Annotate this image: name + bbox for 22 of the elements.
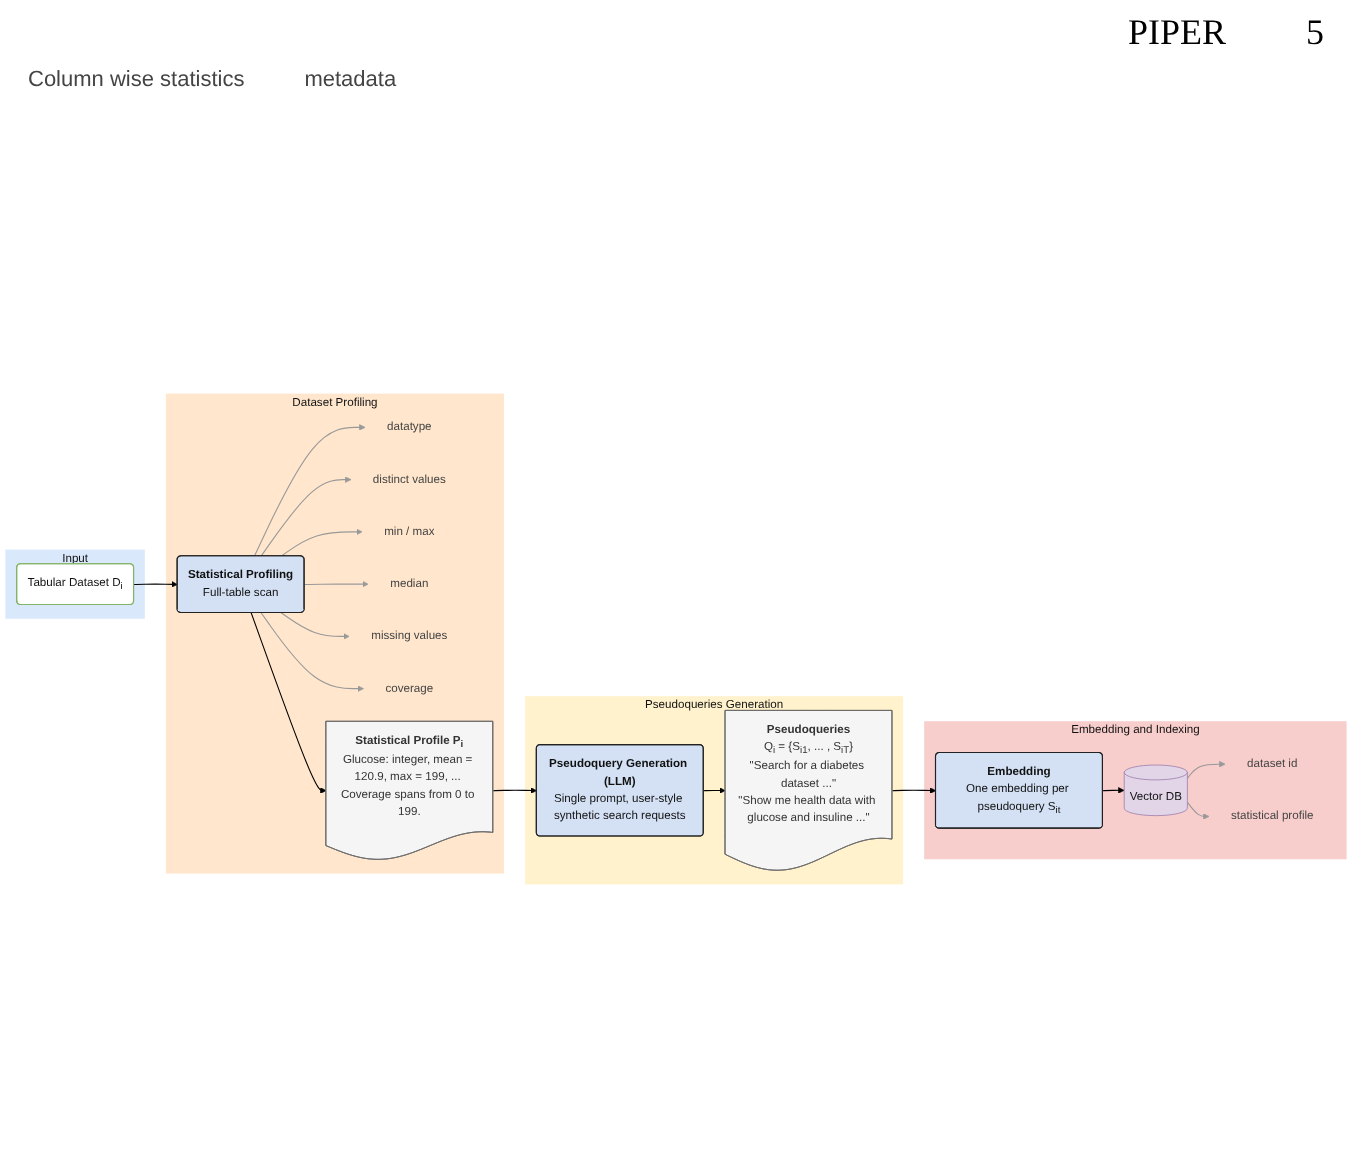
annotation-text: metadata — [304, 68, 397, 96]
arrow — [260, 612, 364, 692]
cluster — [525, 696, 904, 885]
running-header: PIPER — [1127, 12, 1226, 56]
arrow — [891, 787, 937, 794]
arrow — [133, 581, 178, 588]
arrow — [280, 612, 350, 640]
arrow — [1186, 801, 1210, 820]
cluster — [924, 721, 1347, 860]
arrow — [253, 424, 366, 557]
cluster — [165, 393, 505, 874]
running-header: 5 — [1306, 12, 1324, 56]
arrow — [1186, 761, 1226, 779]
arrow — [250, 612, 327, 794]
cluster — [5, 549, 145, 619]
arrow — [492, 787, 537, 794]
arrow — [303, 580, 369, 588]
arrow — [280, 528, 363, 557]
arrow — [1102, 787, 1125, 794]
arrow — [703, 787, 726, 794]
annotation-text: Column wise statistics — [28, 68, 245, 96]
arrow — [260, 476, 352, 557]
